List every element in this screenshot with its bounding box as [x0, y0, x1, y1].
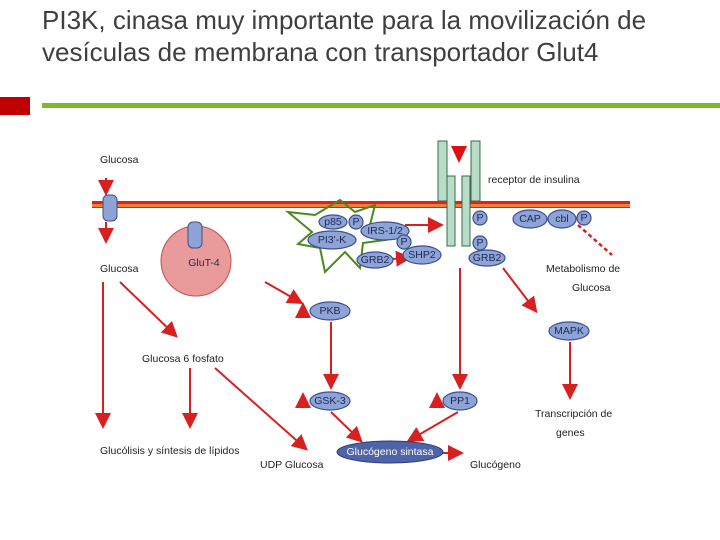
arrow-vesicle [264, 281, 304, 304]
svg-text:IRS-1/2: IRS-1/2 [367, 225, 403, 237]
accent-bar-red [0, 97, 30, 115]
svg-text:Glucógeno sintasa: Glucógeno sintasa [347, 446, 434, 458]
svg-text:PKB: PKB [319, 305, 340, 317]
node-grb2-a: GRB2 [356, 251, 394, 269]
node-shp2: SHP2 [402, 245, 442, 265]
label-glucosa-out: Glucosa [100, 154, 139, 166]
label-receptor: receptor de insulina [488, 174, 580, 186]
node-grb2-b: GRB2 [468, 249, 506, 267]
svg-text:P: P [352, 216, 359, 228]
node-pkb: PKB [309, 301, 351, 321]
insulin-receptor [437, 140, 481, 247]
glut4-channel [187, 221, 203, 249]
node-pp1: PP1 [442, 391, 478, 411]
svg-text:P: P [400, 236, 407, 248]
svg-text:P: P [580, 212, 587, 224]
arrow-g6p-udp [214, 367, 308, 451]
svg-text:MAPK: MAPK [554, 325, 584, 337]
label-glut4: GluT-4 [188, 257, 220, 269]
label-glucolisis: Glucólisis y síntesis de lípidos [100, 445, 239, 457]
cell-membrane-highlight [92, 204, 630, 207]
arrow-to-g6p [119, 281, 178, 338]
arrow-gsk3-gs [330, 411, 363, 443]
node-p-cbl: P [576, 210, 592, 226]
label-glucogeno: Glucógeno [470, 459, 521, 471]
node-irs: IRS-1/2 [360, 221, 410, 241]
svg-text:PI3'-K: PI3'-K [318, 234, 346, 246]
svg-text:P: P [476, 212, 483, 224]
node-cap: CAP [512, 209, 548, 229]
svg-text:GSK-3: GSK-3 [314, 395, 346, 407]
svg-text:p85: p85 [324, 216, 342, 228]
arrow-pp1-gs [406, 411, 459, 443]
svg-text:GRB2: GRB2 [361, 254, 390, 266]
label-transcripcion-2: genes [556, 427, 585, 439]
arrow-metabolism-dashed [577, 224, 613, 256]
node-p85: p85 [318, 214, 348, 230]
svg-text:CAP: CAP [519, 213, 541, 225]
label-glucosa6p: Glucosa 6 fosfato [142, 353, 224, 365]
slide-title: PI3K, cinasa muy importante para la movi… [42, 5, 647, 67]
label-metabolismo-2: Glucosa [572, 282, 611, 294]
node-glycogen-synthase: Glucógeno sintasa [336, 440, 444, 464]
svg-text:cbl: cbl [555, 213, 568, 225]
insulin-marker-icon [451, 146, 467, 163]
node-pi3k: PI3'-K [307, 230, 357, 250]
node-cbl: cbl [547, 209, 577, 229]
arrow-to-mapk [502, 267, 538, 314]
label-glucosa-in: Glucosa [100, 263, 139, 275]
accent-bar-green [42, 103, 720, 108]
label-udp: UDP Glucosa [260, 459, 324, 471]
node-p-p85: P [348, 214, 364, 230]
activation-star-icon [284, 198, 388, 275]
node-p-irs: P [396, 234, 412, 250]
svg-text:SHP2: SHP2 [408, 249, 436, 261]
node-gsk3: GSK-3 [309, 391, 351, 411]
svg-text:PP1: PP1 [450, 395, 470, 407]
svg-text:GRB2: GRB2 [473, 252, 502, 264]
transporter-channel [102, 194, 118, 222]
node-mapk: MAPK [548, 321, 590, 341]
label-transcripcion-1: Transcripción de [535, 408, 612, 420]
node-p-receptor-2: P [472, 235, 488, 251]
label-metabolismo-1: Metabolismo de [546, 263, 620, 275]
accent-bar-gap [30, 97, 42, 109]
node-p-receptor-1: P [472, 210, 488, 226]
svg-text:P: P [476, 237, 483, 249]
